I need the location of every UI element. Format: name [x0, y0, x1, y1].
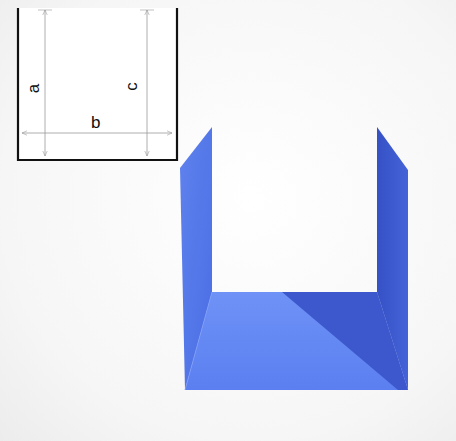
section-sketch [18, 8, 178, 161]
u-channel [180, 127, 408, 390]
dimension-label: b [90, 114, 101, 131]
dimension-label: a [25, 83, 42, 94]
dimension-label: c [123, 81, 140, 92]
